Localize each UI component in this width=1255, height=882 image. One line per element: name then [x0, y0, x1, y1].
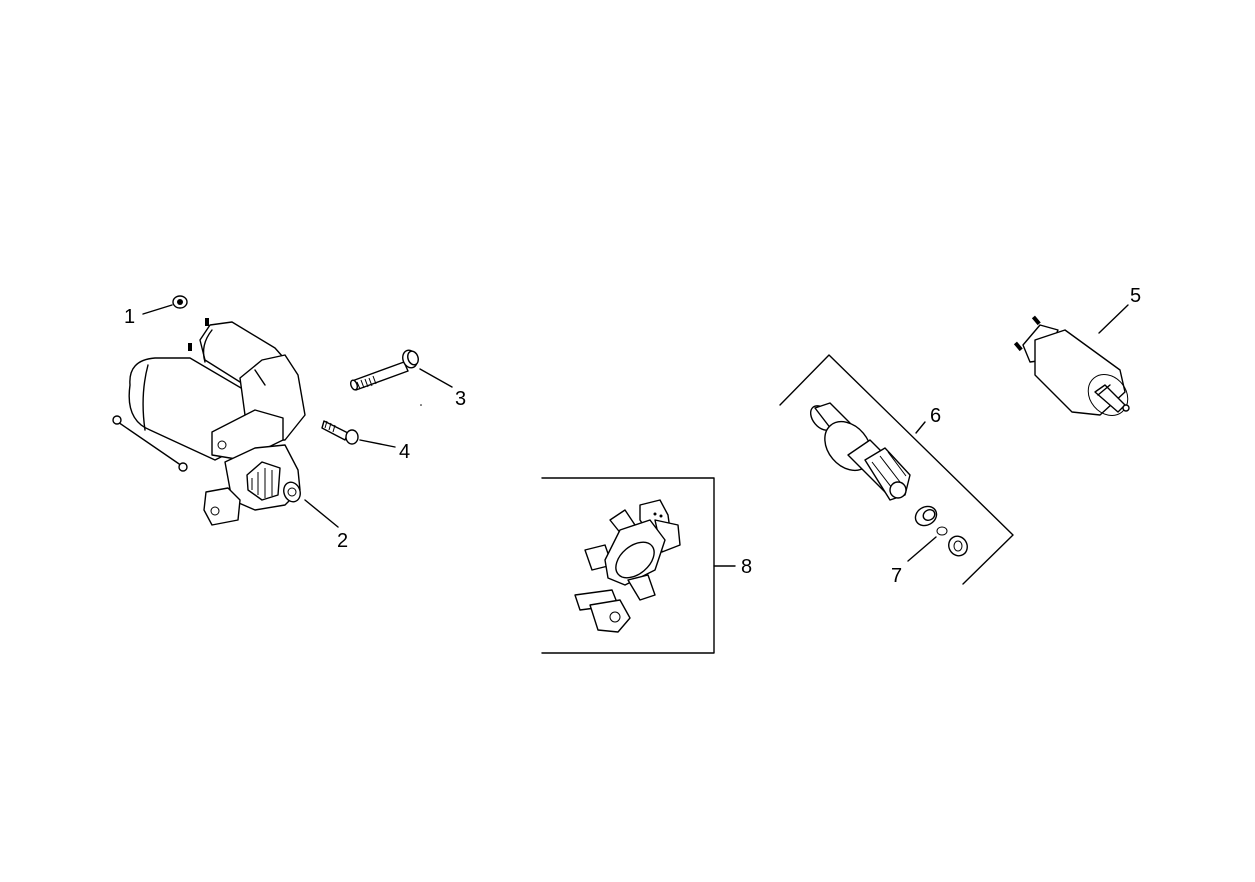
leader-line-7 — [907, 536, 937, 562]
callout-1[interactable]: 1 — [124, 306, 135, 328]
part-nut[interactable] — [172, 295, 188, 309]
bracket-8 — [541, 477, 736, 654]
leader-line-4 — [359, 439, 396, 448]
stray-dot — [420, 404, 422, 406]
part-short-bolt[interactable] — [321, 420, 359, 445]
bracket-6 — [779, 354, 1014, 585]
callout-8[interactable]: 8 — [741, 556, 752, 578]
part-drive-pinion[interactable] — [806, 401, 911, 501]
part-stop-collar[interactable] — [945, 533, 971, 559]
part-solenoid[interactable] — [1013, 315, 1136, 424]
part-brush-holder[interactable] — [574, 499, 681, 633]
leader-line-2 — [304, 499, 339, 528]
part-long-bolt[interactable] — [349, 348, 420, 391]
part-collar[interactable] — [912, 503, 940, 530]
callout-5[interactable]: 5 — [1130, 285, 1141, 307]
callout-2[interactable]: 2 — [337, 530, 348, 552]
part-starter-motor[interactable] — [112, 318, 306, 526]
leader-line-5 — [1098, 304, 1129, 334]
leader-line-1 — [142, 304, 173, 315]
leader-line-3 — [419, 368, 453, 388]
callout-3[interactable]: 3 — [455, 388, 466, 410]
part-retaining-ring[interactable] — [936, 526, 948, 536]
callout-6[interactable]: 6 — [930, 405, 941, 427]
callout-4[interactable]: 4 — [399, 441, 410, 463]
callout-7[interactable]: 7 — [891, 565, 902, 587]
